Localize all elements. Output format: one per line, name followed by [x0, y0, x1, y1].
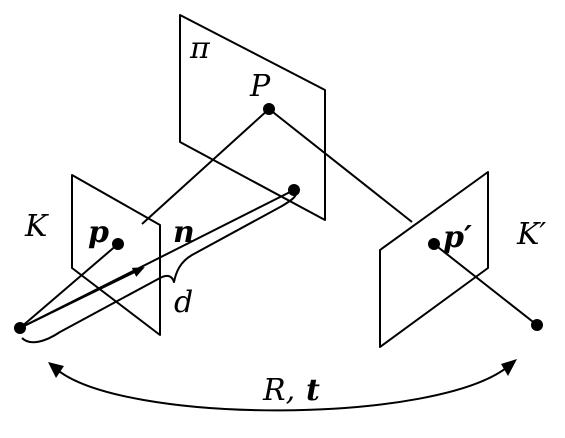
left-image-plane	[71, 174, 161, 336]
ray-left-image	[19, 243, 119, 329]
motion-arc-arrow-right	[501, 359, 517, 376]
label-world-point-P: P	[249, 69, 271, 104]
label-motion-t: t	[306, 373, 320, 408]
world-plane	[179, 14, 326, 221]
motion-arc	[54, 364, 511, 412]
camera-center-left	[14, 322, 26, 334]
label-distance-d: d	[174, 285, 193, 320]
label-motion-R: R,	[262, 373, 295, 408]
label-camera-K-prime: K′	[516, 217, 546, 252]
label-camera-K: K	[24, 209, 49, 244]
ray-right-image	[433, 243, 538, 326]
ray-left	[141, 108, 270, 225]
camera-center-right	[531, 319, 543, 331]
motion-arc-arrow-left	[48, 362, 64, 378]
image-point-p	[112, 238, 124, 250]
label-image-point-p: p	[88, 215, 109, 250]
ray-right	[268, 108, 413, 223]
normal-vector	[19, 267, 145, 329]
label-plane-pi: π	[189, 31, 211, 66]
distance-brace	[21, 189, 298, 344]
label-image-point-p-prime: p′	[443, 220, 472, 255]
world-point-P	[263, 103, 275, 115]
right-image-plane	[379, 171, 489, 348]
plane-foot-point	[288, 184, 300, 196]
image-point-p-prime	[428, 238, 440, 250]
label-normal-n: n	[173, 215, 195, 250]
